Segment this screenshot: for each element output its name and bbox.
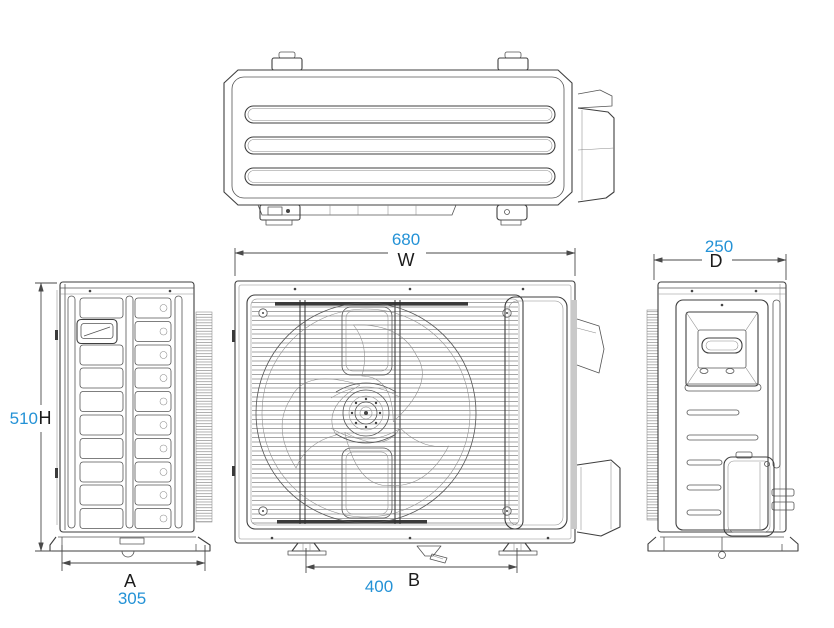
front-side-panel — [504, 296, 568, 530]
right-handle-recess — [684, 311, 762, 392]
front-view — [232, 280, 621, 564]
top-slots — [244, 105, 556, 186]
front-feet — [287, 542, 538, 556]
dim-width: 680 W — [234, 230, 576, 276]
top-tabs — [271, 51, 529, 71]
right-base — [647, 536, 799, 559]
top-valve-bracket — [577, 89, 615, 203]
dim-height: 510 H — [10, 282, 57, 552]
side-louvres-left — [79, 297, 124, 529]
fan-hub — [342, 389, 390, 437]
side-handle — [76, 318, 118, 345]
bottom-tabs — [257, 204, 528, 226]
fan-grille — [246, 294, 524, 530]
right-coil-fins — [646, 309, 659, 521]
dim-depth-value: 250 — [705, 237, 733, 256]
valve-cover — [723, 451, 775, 537]
top-view — [223, 51, 615, 226]
dim-depth: 250 D — [653, 237, 787, 280]
dim-width-letter: W — [398, 250, 415, 270]
dim-base-side-letter: A — [124, 571, 136, 591]
side-base — [49, 536, 211, 558]
right-service-panel — [675, 299, 769, 531]
dim-base-front-value: 400 — [365, 577, 393, 596]
dim-width-value: 680 — [392, 230, 420, 249]
dim-base-side: A 305 — [61, 545, 206, 608]
dim-height-value: 510 — [10, 409, 38, 428]
fan — [255, 302, 477, 524]
front-right-edge — [571, 300, 621, 537]
dim-depth-letter: D — [710, 251, 723, 271]
side-coil-fins — [195, 311, 213, 523]
motor-column — [341, 306, 393, 519]
dim-base-front-letter: B — [408, 570, 420, 590]
drain-fitting — [416, 545, 448, 564]
dim-height-letter: H — [39, 408, 52, 428]
right-vent-slots — [686, 409, 759, 516]
dim-base-front: B 400 — [305, 548, 518, 596]
side-louvres-right — [134, 297, 172, 529]
left-side-view — [49, 281, 213, 558]
dim-base-side-value: 305 — [118, 589, 146, 608]
right-side-view — [646, 281, 799, 559]
